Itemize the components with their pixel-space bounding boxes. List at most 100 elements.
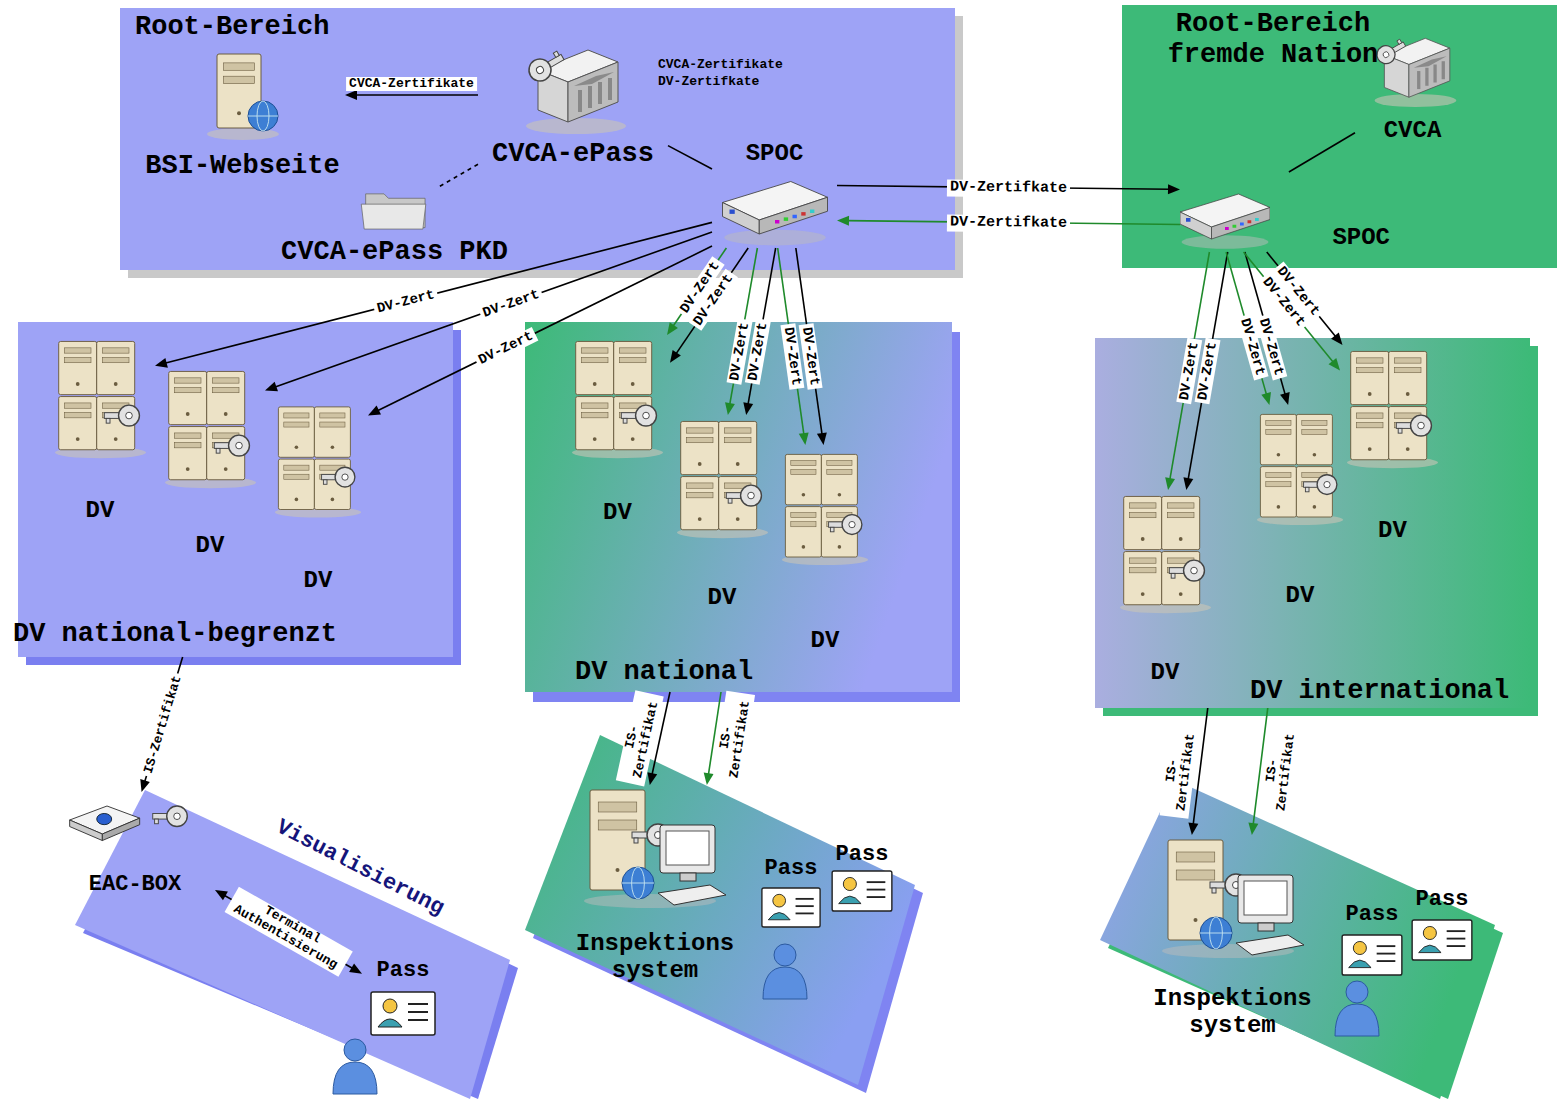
- spoc-icon: [1180, 190, 1270, 252]
- node-text: Pass: [1346, 902, 1399, 927]
- arrow-head: [349, 963, 362, 973]
- node-text: EAC-BOX: [89, 872, 181, 897]
- node-text: Root-Bereich: [135, 12, 329, 42]
- edge-label: IS- Zertifikat: [1160, 724, 1200, 819]
- node-text: SPOC: [746, 140, 804, 168]
- connector: [345, 90, 478, 100]
- server-node: DV: [268, 400, 368, 595]
- connector-line: [1193, 708, 1208, 825]
- card-node: Pass: [1338, 902, 1406, 976]
- arrow-head: [265, 382, 278, 391]
- region-title: Root-Bereich fremde Nation: [1148, 9, 1398, 71]
- inspect-icon: [580, 785, 730, 910]
- server-node: DV: [1110, 490, 1220, 687]
- edge-label-holder: CVCA-Zertifikate: [346, 74, 477, 92]
- edge-label: CVCA-Zertifikate: [346, 77, 477, 91]
- arrow-head: [1188, 822, 1198, 835]
- arrow-head: [368, 406, 381, 416]
- edge-label-holder: IS- Zertifikat: [616, 691, 664, 787]
- connector-line: [437, 164, 478, 188]
- node-text: DV: [86, 497, 115, 525]
- node-text: DV: [196, 532, 225, 560]
- folder-icon: [355, 188, 435, 232]
- region-panel: Root-BereichBSI-WebseiteCVCA-ePassCVCA-e…: [120, 8, 955, 270]
- node-text: CVCA: [1384, 117, 1442, 145]
- arrow-head: [670, 350, 681, 363]
- card-node: Pass: [1408, 887, 1476, 961]
- note-label: CVCA-Zertifikate: [655, 58, 786, 72]
- node-text: DV: [1378, 517, 1407, 545]
- node-text: Inspektions system: [1138, 985, 1328, 1040]
- edge-label-holder: DV-Zert: [473, 325, 539, 370]
- node-text: DV national-begrenzt: [13, 619, 337, 649]
- arrow-head: [743, 402, 753, 415]
- arrow-head: [837, 216, 849, 226]
- server-node: DV: [1340, 345, 1445, 545]
- server-icon: [163, 365, 258, 490]
- connector: [368, 246, 712, 415]
- node-text: DV international: [1250, 676, 1509, 706]
- edge-label-holder: Terminal Authentisierung: [224, 887, 352, 977]
- arrow-head: [725, 402, 735, 415]
- ca-icon: [518, 40, 628, 135]
- arrow-head: [345, 90, 357, 100]
- server-icon: [1118, 490, 1213, 615]
- server-node: DV: [565, 335, 670, 527]
- region-title: DV national: [575, 657, 753, 688]
- connector: [437, 164, 478, 188]
- inspect-node: Inspektions system: [1130, 835, 1335, 1040]
- arrow-head: [140, 779, 150, 792]
- card-icon: [370, 991, 436, 1036]
- eac-node: EAC-BOX: [55, 792, 215, 897]
- edge-label: DV-Zert: [373, 286, 440, 317]
- server-node: DV: [1250, 405, 1350, 610]
- arrow-head: [817, 432, 827, 445]
- edge-label: DV-Zert: [478, 286, 544, 322]
- inspect-node: Inspektions system: [555, 785, 755, 985]
- spoc-icon: [720, 178, 830, 248]
- server-icon: [675, 415, 770, 540]
- node-text: DV: [603, 499, 632, 527]
- spoc-node: SPOC: [1180, 172, 1390, 252]
- edge-label-holder: IS- Zertifikat: [713, 691, 756, 786]
- server-node: DV: [775, 445, 875, 655]
- edge-label-holder: DV-Zert: [372, 284, 439, 318]
- arrow-head: [799, 432, 809, 445]
- node-text: Pass: [765, 856, 818, 881]
- node-text: Pass: [1416, 887, 1469, 912]
- arrow-head: [647, 772, 657, 785]
- arrow-head: [1183, 477, 1193, 490]
- note-holder: CVCA-Zertifikate: [655, 55, 786, 73]
- node-text: DV: [304, 567, 333, 595]
- edge-label-holder: IS-Zertifikat: [138, 670, 186, 778]
- server-node: DV: [155, 365, 265, 560]
- node-text: Inspektions system: [560, 930, 750, 985]
- ca-icon: [1368, 30, 1458, 108]
- server-node: DV: [668, 415, 776, 612]
- edge-label: DV-Zertifkate: [947, 180, 1070, 198]
- connector: [668, 146, 712, 169]
- node-text: DV: [708, 584, 737, 612]
- card-node: Pass: [758, 856, 824, 928]
- server-icon: [1345, 345, 1440, 470]
- connector-line: [668, 146, 712, 169]
- note-label: DV-Zertifkate: [655, 75, 762, 89]
- arrow-head: [1168, 184, 1180, 194]
- card-node: Pass: [362, 958, 444, 1036]
- server-icon: [1255, 405, 1345, 530]
- server-node: DV: [45, 335, 155, 525]
- region-panel: DV international DV DV DV: [1095, 338, 1530, 708]
- node-text: DV: [1286, 582, 1315, 610]
- arrow-head: [1329, 358, 1340, 370]
- web-icon: [203, 50, 283, 140]
- region-fills: [18, 5, 1557, 716]
- server-icon: [570, 335, 665, 460]
- edge-label: DV-Zert: [473, 327, 538, 369]
- node-text: DV: [811, 627, 840, 655]
- inspect-icon: [1158, 835, 1308, 960]
- arrow-head: [155, 358, 168, 368]
- edge-label: IS- Zertifikat: [713, 691, 755, 786]
- node-text: DV national: [575, 657, 753, 687]
- server-icon: [53, 335, 148, 460]
- connector-line: [355, 94, 478, 96]
